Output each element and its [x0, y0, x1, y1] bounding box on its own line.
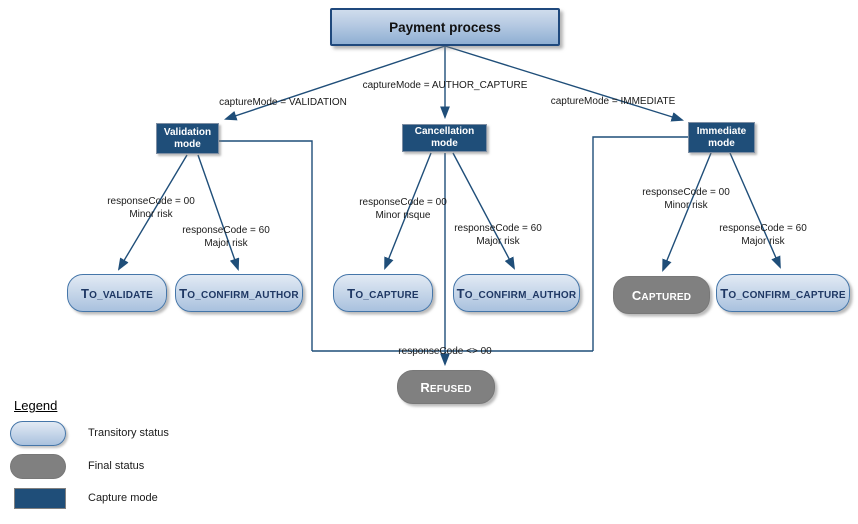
status-label: TO_VALIDATE: [80, 285, 153, 301]
status-refused: REFUSED: [397, 370, 495, 404]
status-label: TO_CONFIRM_CAPTURE: [720, 285, 846, 301]
status-captured: CAPTURED: [613, 276, 710, 314]
status-label: TO_CONFIRM_AUTHOR: [179, 285, 299, 301]
legend: Legend Transitory status Final status Ca…: [10, 398, 169, 511]
branch-label-author-capture: captureMode = AUTHOR_CAPTURE: [362, 80, 528, 91]
edge-immediate-to-captured: [662, 152, 712, 272]
connector-validation-right: [219, 140, 313, 351]
status-to-confirm-capture: TO_CONFIRM_CAPTURE: [716, 274, 850, 312]
edge-cancellation-to-toconfirmauthor: [452, 152, 515, 270]
status-to-confirm-author-cancellation: TO_CONFIRM_AUTHOR: [453, 274, 580, 312]
edge-root-to-validation: [224, 45, 446, 121]
payment-process-node: Payment process: [330, 8, 560, 46]
legend-item-label: Capture mode: [88, 492, 158, 504]
legend-item-label: Final status: [88, 460, 145, 472]
branch-label-validation: captureMode = VALIDATION: [219, 97, 347, 108]
status-to-capture: TO_CAPTURE: [333, 274, 433, 312]
edge-label-refused: responseCode <> 00: [398, 346, 492, 357]
final-status-swatch: [10, 453, 66, 479]
status-label: REFUSED: [420, 379, 472, 395]
edge-cancellation-to-tocapture: [384, 152, 432, 270]
edge-immediate-to-toconfirmcapture: [729, 152, 781, 269]
legend-item-capture: Capture mode: [10, 485, 169, 511]
status-label: TO_CAPTURE: [347, 285, 419, 301]
branch-label-immediate: captureMode = IMMEDIATE: [550, 96, 676, 107]
status-label: TO_CONFIRM_AUTHOR: [456, 285, 577, 301]
legend-item-final: Final status: [10, 453, 169, 479]
edge-root-to-immediate: [444, 45, 685, 122]
edge-validation-to-toconfirmauthor: [197, 154, 240, 271]
legend-item-label: Transitory status: [88, 427, 169, 439]
legend-item-transitory: Transitory status: [10, 420, 169, 446]
status-to-confirm-author-validation: TO_CONFIRM_AUTHOR: [175, 274, 303, 312]
legend-title: Legend: [14, 398, 58, 413]
status-label: CAPTURED: [631, 287, 692, 303]
status-to-validate: TO_VALIDATE: [67, 274, 167, 312]
payment-process-label: Payment process: [389, 19, 501, 35]
connector-immediate-left: [592, 136, 688, 351]
edge-validation-to-tovalidate: [117, 154, 188, 271]
capture-mode-swatch: [14, 487, 66, 509]
transitory-status-swatch: [10, 420, 66, 446]
